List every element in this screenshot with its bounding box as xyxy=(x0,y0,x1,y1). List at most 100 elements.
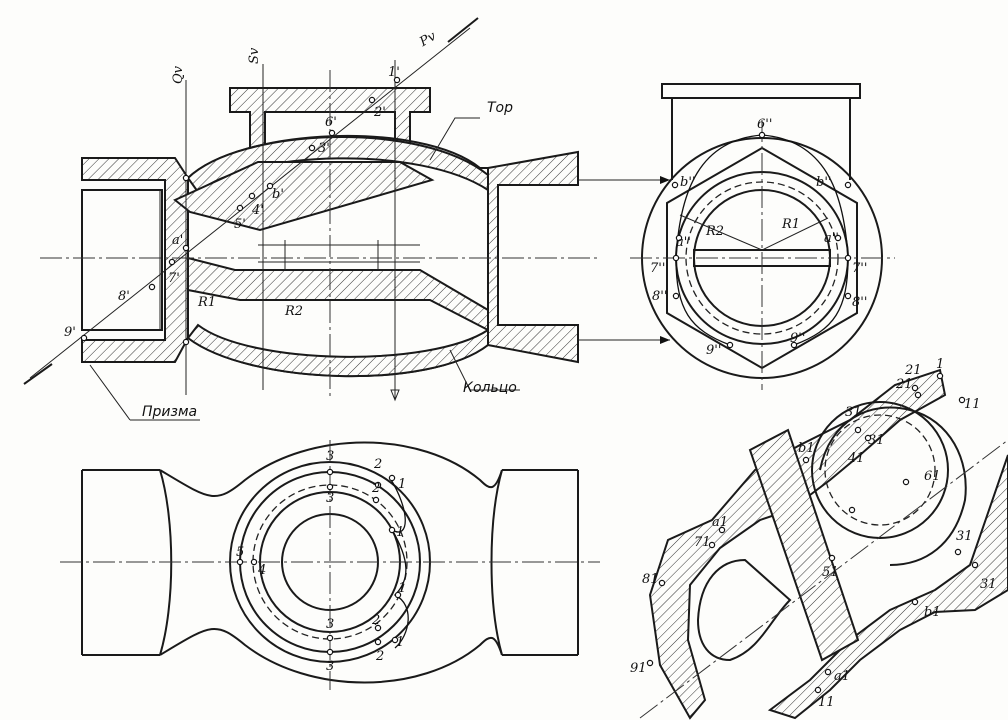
side-point-7-right xyxy=(844,254,852,262)
point-q-top xyxy=(182,174,190,182)
top-label-2b: 2 xyxy=(371,481,380,496)
label-2: 2' xyxy=(373,105,386,120)
sec-point-a1b xyxy=(824,668,832,676)
label-7: 7' xyxy=(168,271,180,286)
side-point-9-right xyxy=(790,341,798,349)
top-label-2a: 2 xyxy=(373,457,382,472)
section-axis xyxy=(639,439,1008,719)
sec-point-31b xyxy=(864,434,872,442)
plane-p-label: Pv xyxy=(416,29,439,51)
label-3: 3' xyxy=(318,141,330,156)
side-label-b-right: b'' xyxy=(816,175,831,190)
top-point-2d xyxy=(374,638,382,646)
top-label-1b: 1 xyxy=(396,525,404,540)
sec-label-11: 51 xyxy=(822,565,839,580)
side-label-a-right: a'' xyxy=(824,231,839,246)
side-point-a-left xyxy=(675,234,683,242)
point-8 xyxy=(148,283,156,291)
sec-label-6: b1 xyxy=(798,441,815,456)
section-right-shell xyxy=(767,454,1008,720)
sec-point-1 xyxy=(936,372,944,380)
point-9 xyxy=(80,334,88,342)
section-bore-arc xyxy=(819,406,967,566)
sec-point-b1 xyxy=(802,456,810,464)
side-point-6 xyxy=(758,131,766,139)
torus-label: Тор xyxy=(487,100,513,116)
sec-point-11 xyxy=(958,396,966,404)
point-5 xyxy=(236,204,244,212)
point-1 xyxy=(393,76,401,84)
side-view-points xyxy=(671,131,852,349)
top-point-1c xyxy=(394,591,402,599)
true-section-view: 21 1 21 11 31 31 b1 61 41 a1 71 51 81 31… xyxy=(630,357,1008,720)
point-6 xyxy=(328,129,336,137)
side-point-8-right xyxy=(844,292,852,300)
top-label-1a: 1 xyxy=(398,477,406,492)
right-end-wall xyxy=(487,150,579,364)
plane-p-trace xyxy=(29,27,471,379)
sec-point-31 xyxy=(854,426,862,434)
top-point-3d xyxy=(326,648,334,656)
sec-point-91 xyxy=(646,659,654,667)
top-point-3c xyxy=(326,634,334,642)
label-8: 8' xyxy=(118,289,130,304)
label-5: 5' xyxy=(234,217,246,232)
arrow-down xyxy=(390,389,400,402)
side-label-9-left: 9'' xyxy=(706,343,721,358)
arrow-right-bottom xyxy=(660,336,670,344)
top-point-5 xyxy=(236,558,244,566)
side-point-8-left xyxy=(672,292,680,300)
side-point-9-left xyxy=(726,341,734,349)
point-b xyxy=(266,182,274,190)
sec-label-1: 1 xyxy=(936,357,944,372)
top-point-2b xyxy=(372,496,380,504)
sec-label-4: 31 xyxy=(845,405,862,420)
side-r2-line xyxy=(679,214,763,251)
side-section-curve-left xyxy=(675,134,763,346)
side-point-7-left xyxy=(672,254,680,262)
sec-point-31d xyxy=(971,561,979,569)
sec-point-22 xyxy=(914,391,922,399)
ring-wall-bottom xyxy=(186,323,489,378)
top-point-1d xyxy=(391,636,399,644)
side-label-8-left: 8'' xyxy=(652,289,667,304)
sec-point-a1 xyxy=(718,526,726,534)
top-point-1b xyxy=(388,526,396,534)
section-dashed-circle xyxy=(824,414,936,526)
sec-label-18: 11 xyxy=(818,695,835,710)
top-label-1c: 1 xyxy=(398,581,406,596)
top-point-3a xyxy=(326,468,334,476)
front-view: Qv Sv Pv Тор Кольцо Призма R1 R2 1' 2' 3… xyxy=(23,17,670,421)
sec-label-0: 21 xyxy=(904,363,922,378)
label-9: 9' xyxy=(64,325,76,340)
sec-label-12: 81 xyxy=(642,572,659,587)
top-label-3b: 3 xyxy=(326,491,334,506)
label-b: b' xyxy=(272,187,284,202)
label-1: 1' xyxy=(388,65,400,80)
section-partition-rib xyxy=(748,428,860,662)
top-label-3a: 3 xyxy=(326,449,334,464)
sec-label-3: 11 xyxy=(964,397,981,412)
partition-section xyxy=(173,161,435,232)
sec-label-15: b1 xyxy=(924,605,941,620)
sec-label-14: 31 xyxy=(980,577,997,592)
ring-leader xyxy=(449,349,520,391)
torus-leader xyxy=(429,117,480,161)
sec-label-16: a1 xyxy=(834,669,850,684)
side-label-a-left: a'' xyxy=(676,235,691,250)
radius-r2-label: R2 xyxy=(284,304,303,319)
side-flange xyxy=(661,83,861,99)
top-point-2c xyxy=(374,624,382,632)
sec-point-11b xyxy=(814,686,822,694)
side-r2-label: R2 xyxy=(705,224,724,239)
point-2 xyxy=(368,96,376,104)
side-label-7-right: 7'' xyxy=(852,261,867,276)
top-label-2c: 2 xyxy=(371,613,380,628)
side-point-b-left xyxy=(671,181,679,189)
side-point-b-right xyxy=(844,181,852,189)
sec-label-10: 71 xyxy=(694,535,711,550)
top-label-2d: 2 xyxy=(375,649,384,664)
label-4: 4' xyxy=(251,203,264,218)
side-label-8-right: 8'' xyxy=(852,295,867,310)
